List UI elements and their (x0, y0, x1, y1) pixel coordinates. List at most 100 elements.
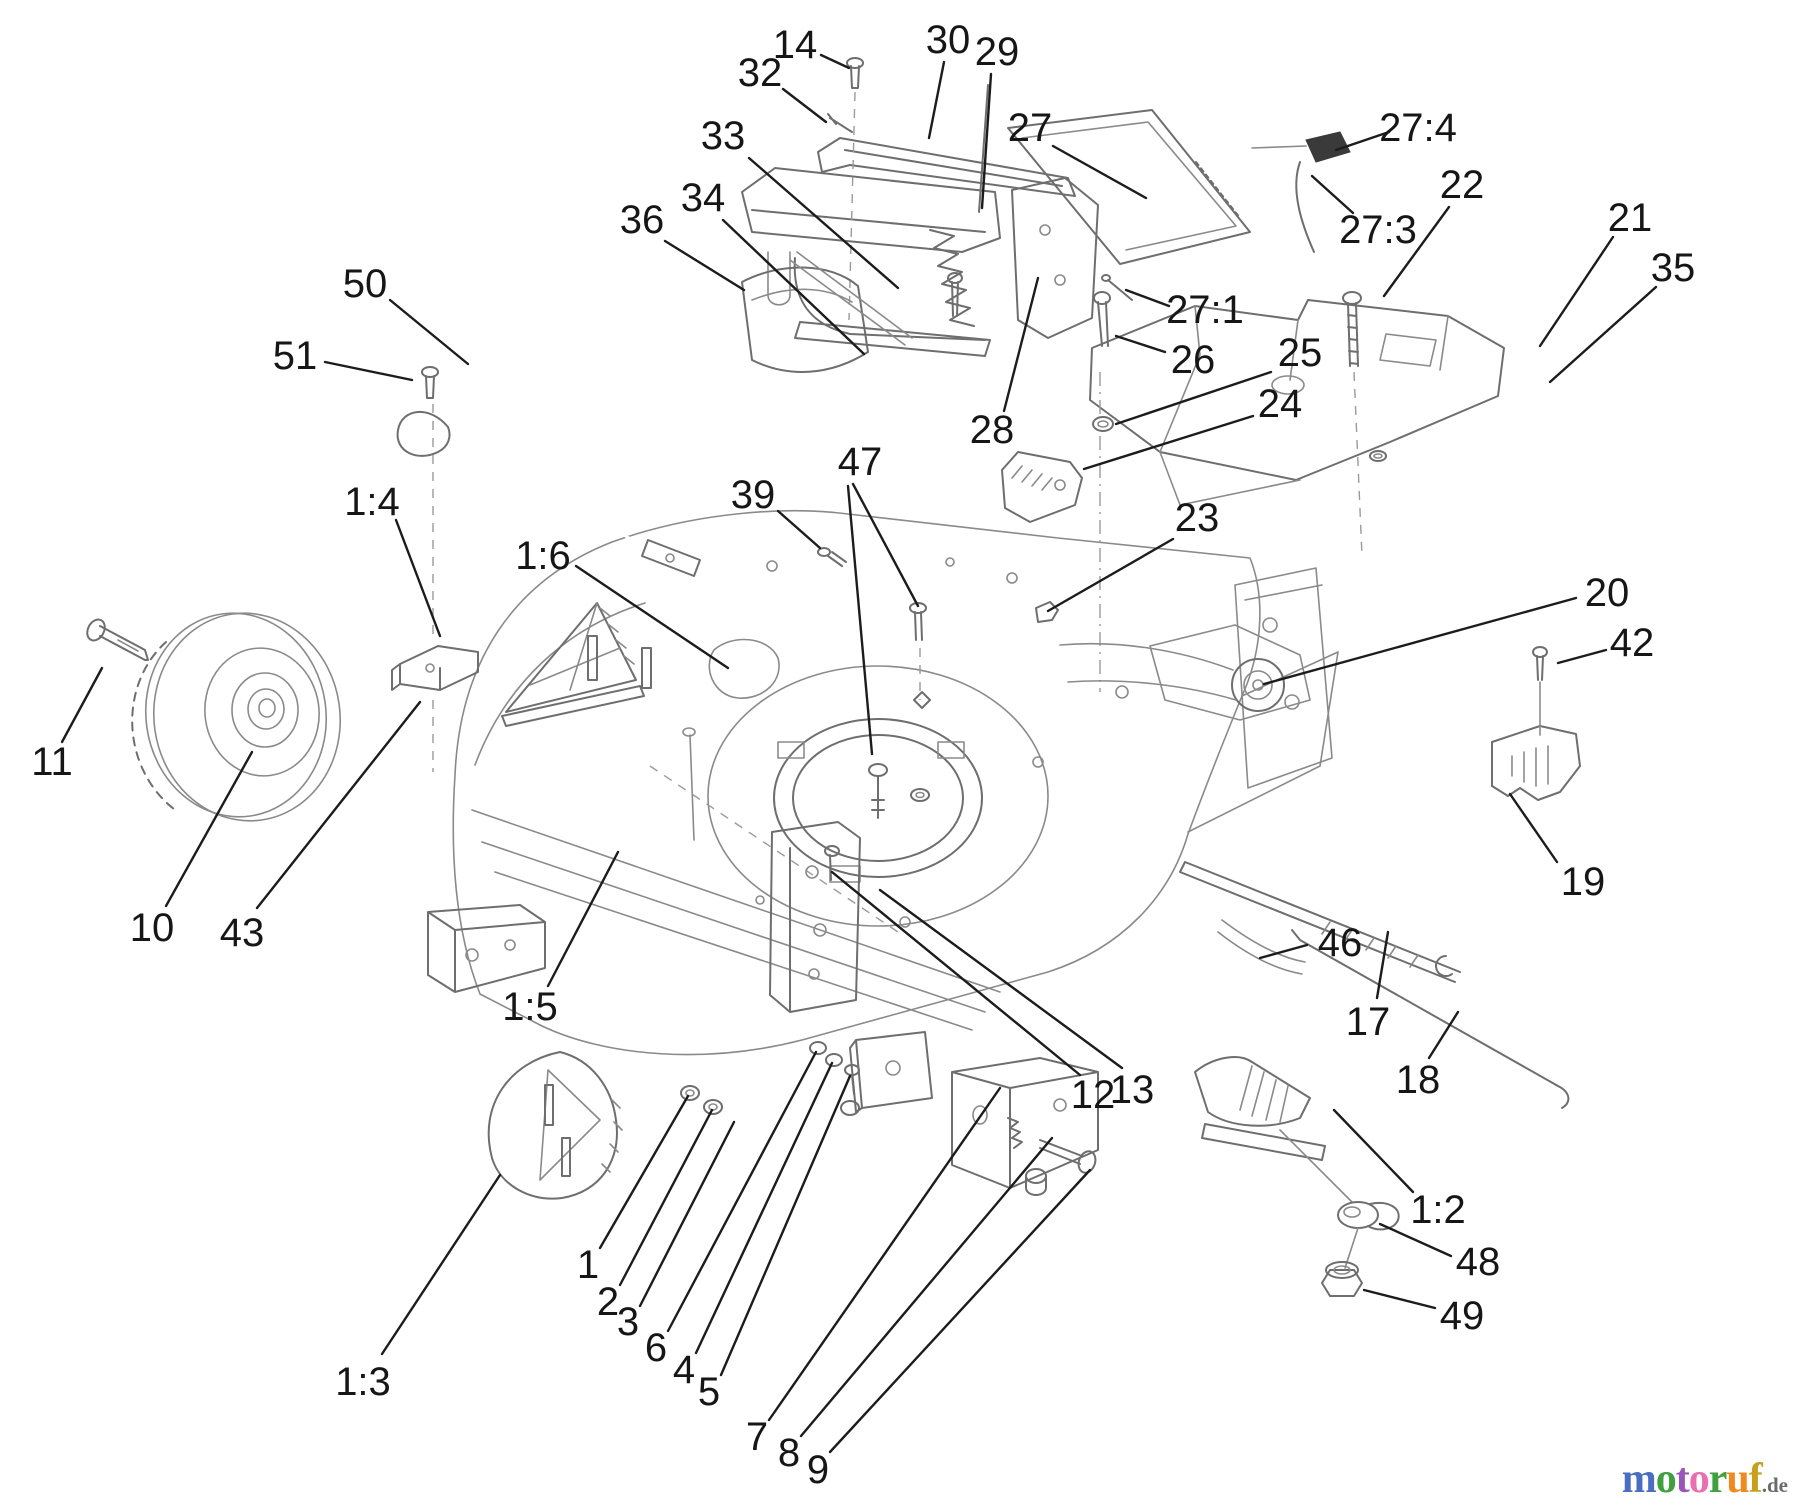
ring-tab (937, 741, 965, 759)
handle-bolt-head (846, 57, 864, 69)
wheel-tread (131, 641, 179, 813)
callout-34: 34 (681, 176, 726, 220)
callout-leader-10 (164, 750, 254, 908)
left-baffle-1-6 (501, 602, 652, 727)
callout-leader-14 (819, 53, 851, 70)
handle-lock-rod (396, 389, 701, 577)
front-baffle-1-3 (487, 1051, 623, 1200)
callout-leader-43 (255, 700, 422, 910)
upper-handle (817, 137, 1076, 197)
callout-leader-18 (1427, 1010, 1460, 1060)
rod-end-tab (641, 539, 701, 577)
callout-4: 4 (673, 1348, 695, 1392)
deck-rear-wall (1187, 651, 1339, 833)
wheel-rim (204, 647, 320, 777)
wire-clip-23 (1035, 601, 1059, 623)
callout-7: 7 (746, 1415, 768, 1459)
callout-leader-12 (830, 870, 1082, 1077)
callout-18: 18 (1396, 1058, 1441, 1102)
axle-bolt (86, 618, 149, 661)
callout-3: 3 (617, 1300, 639, 1344)
callout-33: 33 (701, 114, 746, 158)
cotter-pin (827, 113, 853, 133)
callout-11: 11 (31, 740, 73, 784)
callout-12: 12 (1071, 1073, 1116, 1117)
deck-front-pin (689, 734, 695, 841)
pin-27-1 (1107, 279, 1133, 301)
callout-leader-3 (638, 1120, 736, 1308)
callout-leader-30 (927, 60, 946, 140)
ring-tab (777, 741, 805, 759)
callout-leader-1:4 (394, 518, 442, 638)
callout-10: 10 (130, 906, 175, 950)
callout-leader-22 (1382, 205, 1451, 298)
callout-leader-32 (781, 87, 828, 124)
callout-47: 47 (838, 440, 883, 484)
engine-mount-box (951, 1057, 1099, 1196)
rear-cover-panel (1007, 109, 1351, 265)
callout-49: 49 (1440, 1294, 1485, 1338)
side-plate-hole (1262, 617, 1278, 633)
cover-mount-bolt (1342, 291, 1363, 557)
callout-1:6: 1:6 (515, 534, 571, 578)
skirt-bracket (427, 904, 546, 993)
callout-leader-24 (1082, 414, 1255, 471)
callout-leader-1 (598, 1094, 690, 1250)
motoruf-watermark: motoruf.de (1622, 1458, 1788, 1500)
deck-dome-line (474, 602, 646, 766)
deck-skirt-lines (471, 809, 1001, 1031)
foot-bolt (947, 272, 963, 284)
hinge-fasteners (680, 1041, 860, 1116)
callout-leader-8 (799, 1136, 1054, 1438)
bracket-bolt-26 (1093, 291, 1111, 305)
callout-leader-29 (980, 72, 993, 210)
callout-leader-13 (878, 888, 1124, 1070)
tab-washer-48 (1337, 1201, 1400, 1269)
handle-pin-29 (978, 84, 989, 213)
callout-leader-9 (828, 1168, 1092, 1454)
watermark-letter: m (1621, 1456, 1657, 1502)
blade-ring-outer (773, 718, 983, 878)
belt-cover (1089, 299, 1505, 506)
callout-leader-26 (1114, 334, 1167, 354)
wheel-height-bracket (391, 645, 479, 691)
callout-27:1: 27:1 (1166, 288, 1244, 332)
blade-ring-assembly (773, 602, 983, 883)
deck-front-pin-head (682, 727, 696, 737)
callout-leader-27:1 (1124, 288, 1171, 308)
callout-leader-21 (1538, 235, 1615, 348)
callout-leader-36 (663, 239, 746, 292)
callout-leader-5 (719, 1074, 852, 1377)
hinge-support-box (849, 1031, 933, 1113)
deck-screw-39 (817, 547, 847, 567)
callout-leader-50 (388, 298, 470, 366)
cover-cable (1251, 145, 1307, 149)
watermark-letter: r (1708, 1456, 1728, 1502)
wheel-hub (231, 672, 299, 748)
watermark-letter: o (1688, 1456, 1710, 1502)
watermark-word: motoruf (1621, 1456, 1763, 1502)
callout-2: 2 (597, 1280, 619, 1324)
callout-9: 9 (807, 1448, 829, 1492)
watermark-letter: u (1726, 1456, 1749, 1502)
callout-6: 6 (645, 1326, 667, 1370)
support-rod-18 (1291, 929, 1570, 1109)
callout-leader-23 (1046, 537, 1175, 613)
callout-5: 5 (698, 1370, 720, 1414)
cover-nut (1369, 450, 1387, 462)
callout-leader-lines (60, 53, 1658, 1454)
callout-leader-27 (1051, 144, 1148, 200)
callout-35: 35 (1651, 246, 1696, 290)
callout-20: 20 (1585, 571, 1630, 615)
callout-1:5: 1:5 (502, 985, 558, 1029)
callout-17: 17 (1346, 1000, 1391, 1044)
callout-51: 51 (273, 334, 318, 378)
callout-27: 27 (1008, 106, 1053, 150)
callout-leader-42 (1556, 648, 1608, 665)
height-adjuster-bracket-19 (1491, 725, 1581, 801)
blade-ring-inner (792, 734, 964, 862)
callout-32: 32 (738, 51, 783, 95)
deck-bolt-holes (755, 557, 1129, 928)
side-plate-hole (1284, 694, 1300, 710)
discharge-deflector-1-2 (1194, 1056, 1353, 1203)
